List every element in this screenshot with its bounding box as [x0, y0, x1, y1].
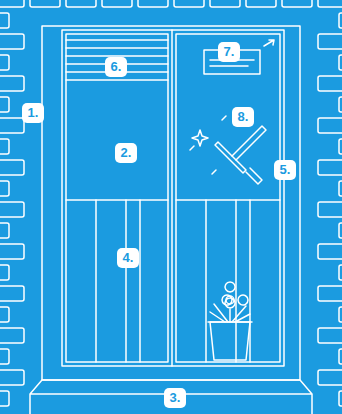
brick [0, 97, 9, 112]
brick [102, 0, 132, 7]
brick [0, 391, 9, 406]
brick [318, 286, 342, 301]
pane-divider [66, 199, 168, 201]
callout-number: 5. [274, 160, 296, 180]
blinds [66, 40, 168, 80]
callout-number: 2. [115, 143, 137, 163]
brick [339, 265, 342, 280]
brick [339, 139, 342, 154]
panel-line [125, 200, 127, 362]
window-frame [42, 26, 300, 380]
brick [318, 244, 342, 259]
brick [318, 118, 342, 133]
brick [318, 370, 342, 385]
brick [0, 328, 24, 343]
brick [318, 34, 342, 49]
brick [339, 13, 342, 28]
brick [0, 349, 9, 364]
blind-slat [66, 39, 168, 41]
brick [0, 139, 9, 154]
pane-divider [176, 199, 280, 201]
panel-lines [96, 200, 250, 362]
panel-line [205, 200, 207, 362]
brick [0, 223, 9, 238]
brick [282, 0, 312, 7]
brick [30, 0, 60, 7]
window-icon [210, 40, 274, 66]
brick [0, 55, 9, 70]
callout-number: 1. [22, 103, 44, 123]
left-pane [66, 34, 168, 362]
brick [0, 181, 9, 196]
squeegee-icon [190, 116, 266, 184]
brick [339, 55, 342, 70]
brick [0, 118, 24, 133]
brick [0, 244, 24, 259]
brick [0, 76, 24, 91]
brick [318, 0, 342, 7]
brick [318, 76, 342, 91]
brick [339, 307, 342, 322]
brick [318, 328, 342, 343]
brick [318, 160, 342, 175]
brick [0, 13, 9, 28]
brick [0, 0, 24, 7]
panel-line [249, 200, 251, 362]
window-sash [62, 30, 284, 366]
panel-line [139, 200, 141, 362]
brick [138, 0, 168, 7]
callout-number: 7. [218, 42, 240, 62]
mullion [171, 30, 173, 366]
brick [0, 265, 9, 280]
panel-line [235, 200, 237, 362]
brick [210, 0, 240, 7]
callout-number: 6. [105, 57, 127, 77]
brick [0, 160, 24, 175]
brick [0, 370, 24, 385]
brick [339, 181, 342, 196]
brick [318, 202, 342, 217]
brick [339, 391, 342, 406]
brick [66, 0, 96, 7]
brick [0, 307, 9, 322]
brick [0, 286, 24, 301]
blind-slat [66, 47, 168, 49]
brick [339, 349, 342, 364]
brick [0, 202, 24, 217]
callout-number: 8. [232, 107, 254, 127]
brick [246, 0, 276, 7]
callout-number: 4. [117, 248, 139, 268]
right-pane [176, 34, 280, 362]
blind-slat [66, 79, 168, 81]
brick [339, 223, 342, 238]
panel-line [95, 200, 97, 362]
brick [339, 97, 342, 112]
callout-number: 3. [164, 388, 186, 408]
brick [0, 34, 24, 49]
window-sill [30, 380, 312, 414]
brick [174, 0, 204, 7]
flower-pot [208, 282, 252, 360]
